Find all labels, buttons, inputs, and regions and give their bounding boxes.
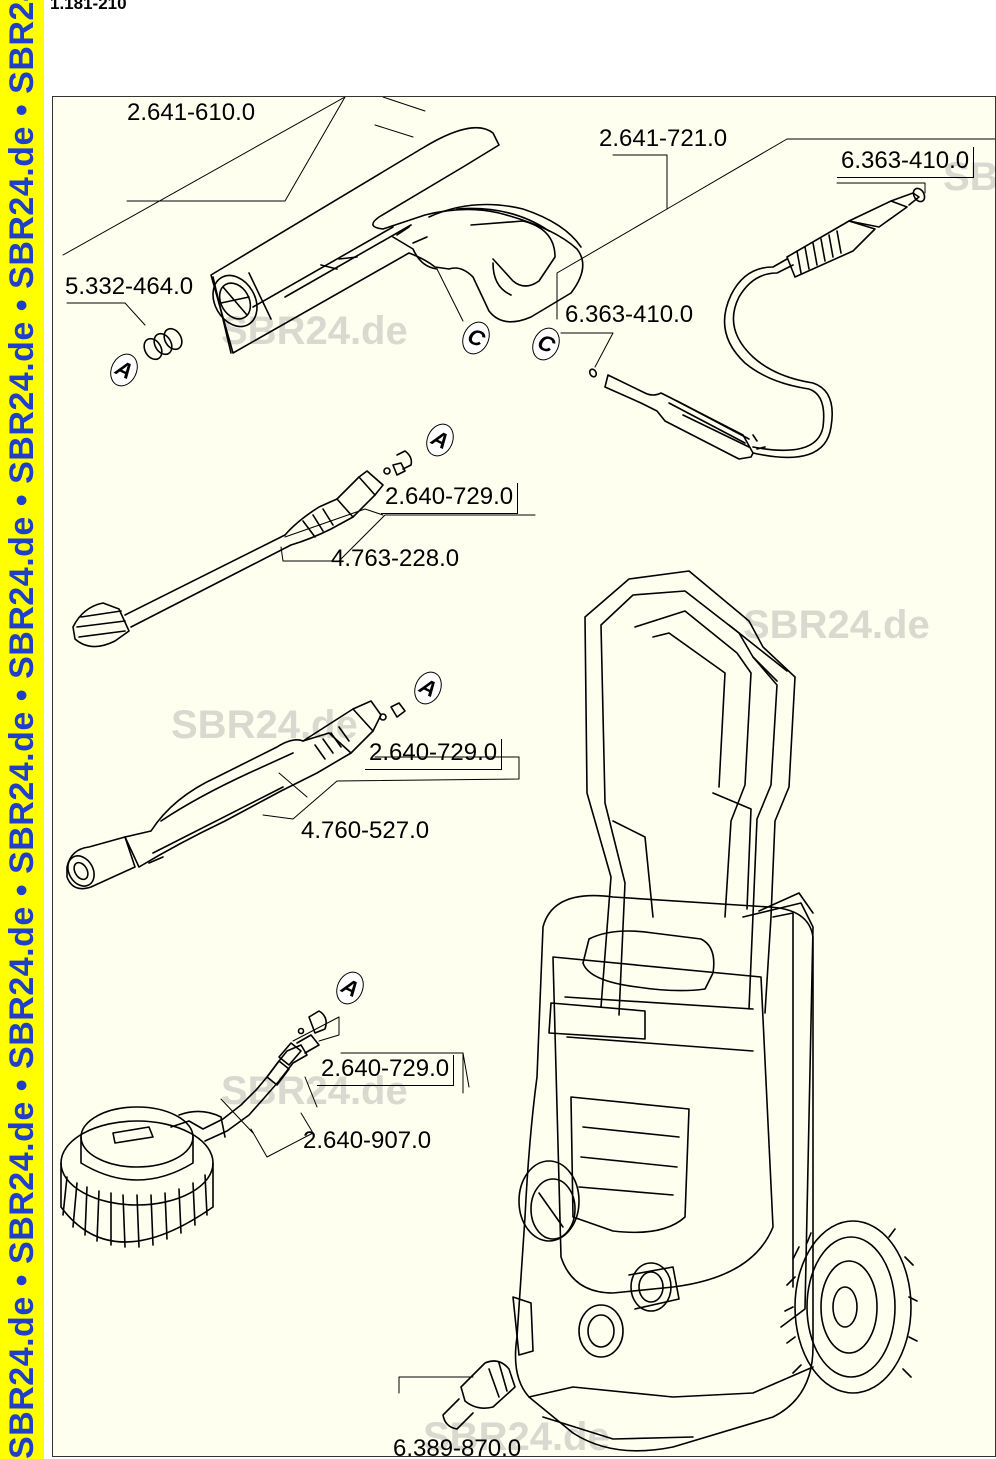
watermark: SBR24.de (221, 1069, 408, 1113)
parts-drawing (60, 97, 995, 1452)
adapter-1-drawing (396, 450, 413, 470)
watermark: SBR24.de (221, 309, 408, 353)
label-oring-hose-coupling: 6.363-410.0 (565, 301, 694, 328)
adapter-3-drawing (297, 1010, 327, 1035)
hose-drawing (588, 187, 926, 460)
label-hose: 2.641-721.0 (599, 125, 728, 152)
label-wash-brush: 2.640-907.0 (303, 1127, 432, 1154)
oring-set-drawing (143, 327, 183, 361)
watermark: SBR24.de (743, 603, 930, 647)
diagram-frame: SBR24.de SBR24.de SBR24.de SBR24.de SBR2… (52, 96, 996, 1457)
label-adapter-1: 2.640-729.0 (381, 483, 519, 514)
label-gun-oring-set: 5.332-464.0 (65, 273, 194, 300)
pressure-washer-drawing (442, 570, 918, 1452)
label-garden-coupling: 6.389-870.0 (393, 1435, 522, 1457)
leader-lines (62, 97, 995, 1394)
label-dirt-blaster: 4.760-527.0 (301, 817, 430, 844)
label-adapter-2: 2.640-729.0 (365, 739, 503, 770)
vario-lance-drawing (72, 462, 406, 648)
label-vario-lance: 4.763-228.0 (331, 545, 460, 572)
label-trigger-gun: 2.641-610.0 (127, 99, 256, 126)
sbr24-banner: SBR24.de • SBR24.de • SBR24.de • SBR24.d… (0, 0, 44, 1459)
wash-brush-drawing (60, 1034, 320, 1248)
label-oring-hose-end: 6.363-410.0 (837, 147, 975, 178)
label-adapter-3: 2.640-729.0 (317, 1055, 455, 1086)
sbr24-banner-text: SBR24.de • SBR24.de • SBR24.de • SBR24.d… (3, 0, 41, 1459)
dirt-blaster-drawing (66, 700, 406, 890)
trigger-gun-drawing (210, 126, 584, 354)
document-number: 1.181-210 (50, 0, 127, 13)
